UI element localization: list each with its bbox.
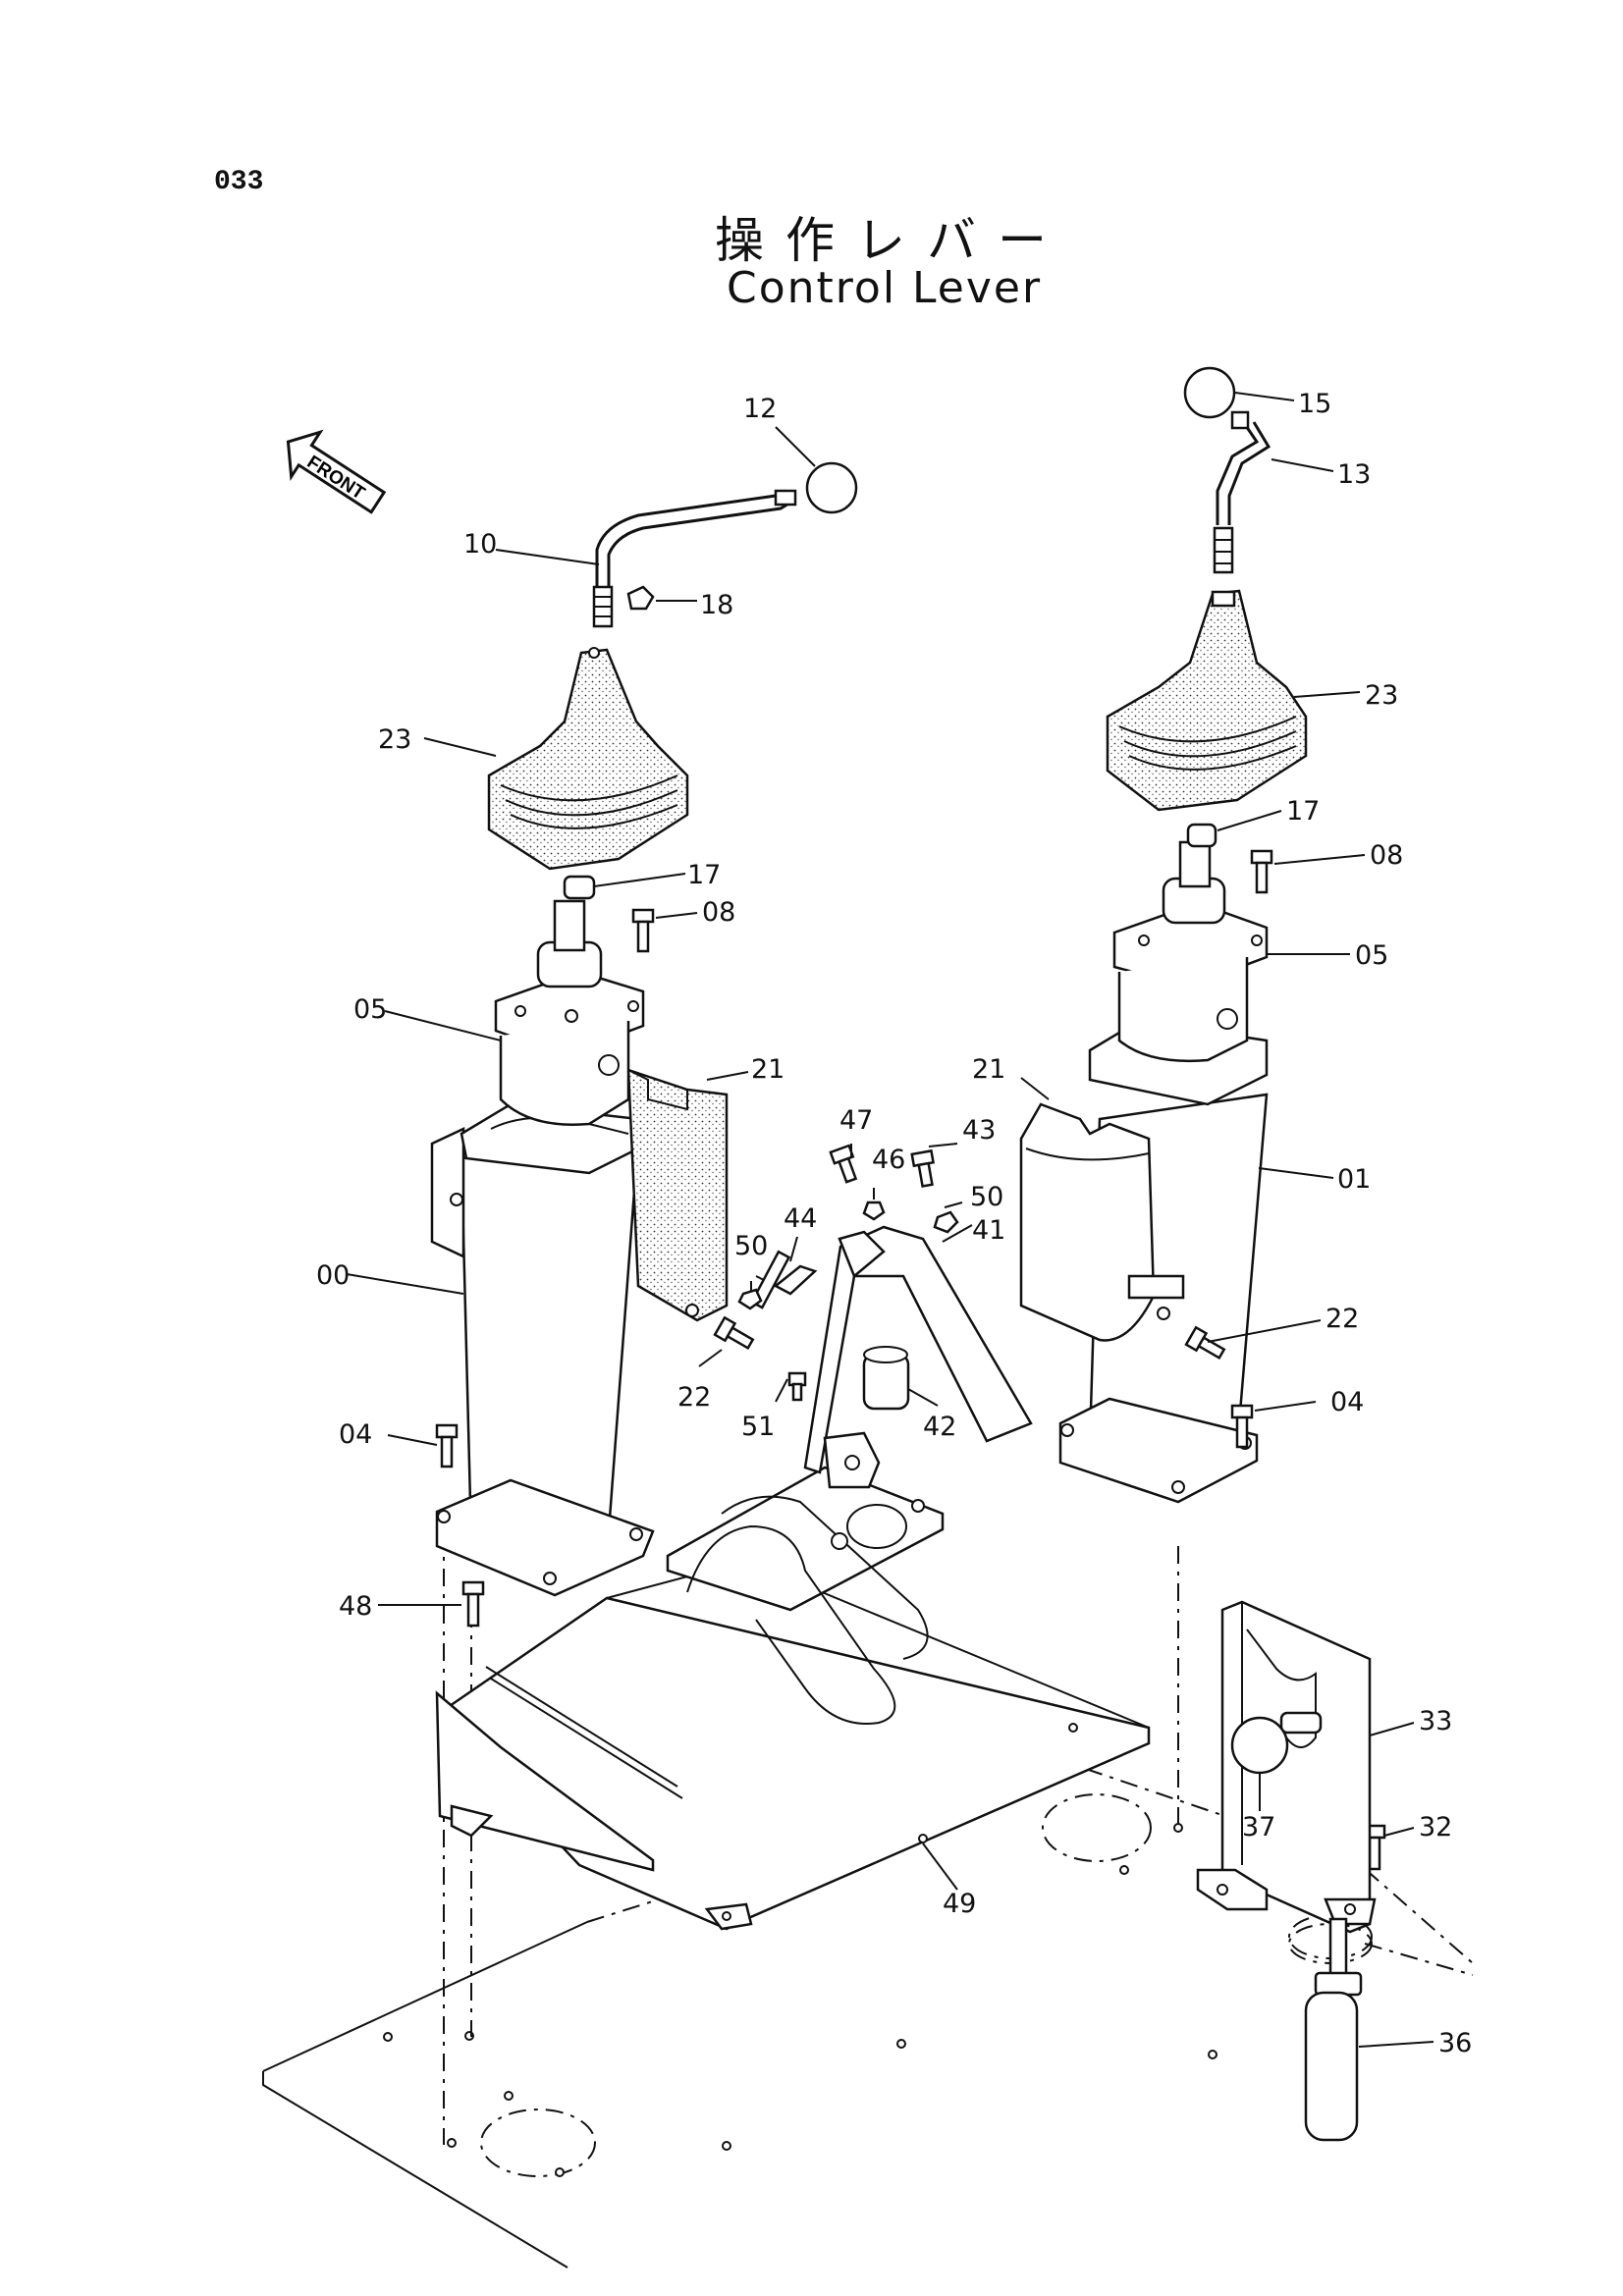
right-boot-23 [1106,589,1308,812]
cover-plate-49 [435,1466,1151,1931]
leader-lines [346,392,1434,2048]
callout-01: 01 [1337,1164,1371,1195]
callout-00: 00 [316,1260,350,1291]
callout-43: 43 [962,1115,996,1146]
lever-36 [1304,1917,1363,2142]
callout-50-right: 50 [970,1182,1003,1212]
callout-22-left: 22 [677,1382,711,1413]
nut-18 [626,585,655,611]
center-parts [737,1201,1033,1489]
left-boot-23 [487,647,689,871]
left-console-00 [430,899,729,1597]
front-arrow-icon: FRONT [286,429,387,514]
callout-48: 48 [339,1591,372,1622]
left-lever-10 [592,489,797,628]
callout-05-right: 05 [1355,940,1388,971]
callout-32: 32 [1419,1812,1452,1842]
callout-46: 46 [872,1145,905,1175]
title-english: Control Lever [727,263,1043,313]
title-japanese: 操作レバー [715,212,1068,269]
callout-13: 13 [1337,459,1371,490]
left-seal-17 [563,875,596,900]
right-lever-13 [1213,410,1271,574]
right-console-01 [1019,840,1269,1504]
callout-42: 42 [923,1412,956,1442]
right-knob-15 [1183,366,1236,419]
callout-23-right: 23 [1365,680,1398,711]
callout-12: 12 [743,394,777,424]
callout-17-left: 17 [687,860,721,890]
callout-49: 49 [943,1889,976,1919]
callout-37: 37 [1242,1812,1275,1842]
callout-50-left: 50 [734,1231,768,1261]
callout-51: 51 [741,1412,775,1442]
bracket-33 [1196,1600,1377,1964]
callout-04-right: 04 [1330,1387,1364,1417]
right-seal-17 [1186,823,1217,848]
callout-41: 41 [972,1215,1005,1246]
callout-05-left: 05 [353,994,387,1025]
callout-08-right: 08 [1370,840,1403,871]
callout-15: 15 [1298,389,1331,419]
callout-labels: 12 15 13 10 18 23 23 17 17 08 08 05 05 2… [316,389,1472,2058]
callout-18: 18 [700,590,733,620]
bolts [435,849,1386,1871]
left-knob-12 [805,461,858,514]
callout-33: 33 [1419,1706,1452,1736]
page-number: 033 [214,167,264,197]
callout-10: 10 [463,529,497,560]
callout-17-right: 17 [1286,796,1320,827]
callout-21-left: 21 [751,1054,784,1085]
callout-22-right: 22 [1325,1304,1359,1334]
callout-08-left: 08 [702,897,735,928]
callout-04-left: 04 [339,1419,372,1450]
callout-36: 36 [1438,2028,1472,2058]
callout-47: 47 [839,1105,873,1136]
callout-23-left: 23 [378,724,411,755]
callout-44: 44 [784,1203,817,1234]
callout-21-right: 21 [972,1054,1005,1085]
knob-37 [1230,1716,1289,1775]
